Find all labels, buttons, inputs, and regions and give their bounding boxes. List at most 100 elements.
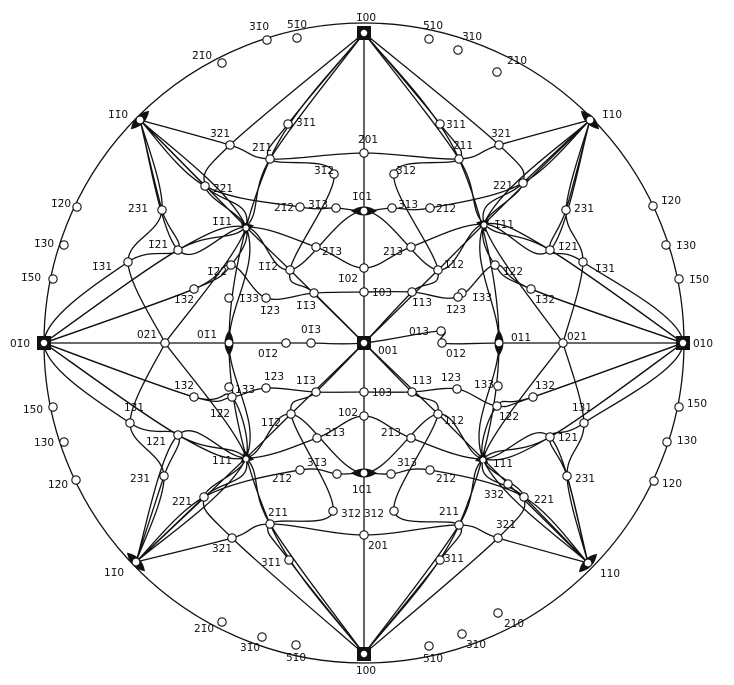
pole-label: 1̄50 xyxy=(689,274,709,286)
pole-label: 313 xyxy=(397,457,417,469)
pole-label: 2̄21 xyxy=(493,180,513,192)
pole-dot xyxy=(265,519,275,529)
fourfold-pole-marker xyxy=(357,336,371,350)
great-circle-arc xyxy=(135,342,248,563)
pole-dot xyxy=(224,382,234,392)
threefold-pole-marker xyxy=(240,450,254,464)
pole-dot xyxy=(311,242,321,252)
pole-label: 1̄11 xyxy=(494,219,514,231)
pole-dot xyxy=(328,506,338,516)
pole-dot xyxy=(562,471,572,481)
pole-dot xyxy=(526,284,536,294)
pole-dot xyxy=(359,148,369,158)
pole-label: 11̄0 xyxy=(104,567,124,579)
pole-dot xyxy=(490,260,500,270)
pole-dot xyxy=(528,392,538,402)
pole-label: 213 xyxy=(381,427,401,439)
pole-dot xyxy=(225,140,235,150)
pole-dot xyxy=(454,520,464,530)
pole-label: 21̄0 xyxy=(194,623,214,635)
pole-label: 12̄1 xyxy=(146,436,166,448)
pole-label: 150 xyxy=(687,398,707,410)
pole-label: 2̄31 xyxy=(574,203,594,215)
pole-label: 011 xyxy=(511,332,531,344)
pole-label: 13̄3 xyxy=(235,384,255,396)
pole-label: 1̄1̄1 xyxy=(212,216,232,228)
pole-dot xyxy=(331,203,341,213)
pole-dot xyxy=(306,338,316,348)
pole-label: 15̄0 xyxy=(23,404,43,416)
pole-dot xyxy=(227,533,237,543)
pole-dot xyxy=(309,288,319,298)
pole-dot xyxy=(661,240,671,250)
pole-dot xyxy=(389,506,399,516)
pole-label: 3̄2̄1 xyxy=(210,128,230,140)
pole-dot xyxy=(173,430,183,440)
pole-dot xyxy=(406,242,416,252)
pole-dot xyxy=(503,479,513,489)
pole-label: 31̄0 xyxy=(240,642,260,654)
pole-dot xyxy=(578,257,588,267)
pole-dot xyxy=(518,178,528,188)
pole-label: 1̄1̄2 xyxy=(258,261,278,273)
great-circle-arc xyxy=(127,119,166,344)
pole-dot xyxy=(71,475,81,485)
pole-dot xyxy=(157,205,167,215)
great-circle-arc xyxy=(482,119,591,344)
fourfold-pole-marker xyxy=(357,26,371,40)
pole-dot xyxy=(72,202,82,212)
twofold-pole-marker xyxy=(578,553,598,573)
pole-label: 31̄3 xyxy=(307,457,327,469)
twofold-pole-marker xyxy=(224,330,234,356)
pole-dot xyxy=(407,387,417,397)
pole-label: 1̄02 xyxy=(338,273,358,285)
pole-dot xyxy=(454,154,464,164)
pole-dot xyxy=(217,617,227,627)
pole-label: 3̄1̄1 xyxy=(296,117,316,129)
pole-label: 11̄2 xyxy=(261,417,281,429)
threefold-pole-marker xyxy=(476,218,490,232)
fourfold-pole-marker xyxy=(676,336,690,350)
pole-dot xyxy=(406,433,416,443)
pole-dot xyxy=(312,433,322,443)
pole-label: 121 xyxy=(558,432,578,444)
pole-dot xyxy=(295,465,305,475)
pole-dot xyxy=(435,555,445,565)
pole-dot xyxy=(359,287,369,297)
pole-dot xyxy=(48,402,58,412)
great-circle-arc xyxy=(481,342,589,564)
pole-dot xyxy=(262,35,272,45)
pole-label: 21̄2 xyxy=(272,473,292,485)
pole-label: 2̄2̄1 xyxy=(213,183,233,195)
pole-dot xyxy=(59,240,69,250)
pole-dot xyxy=(425,465,435,475)
pole-label: 21̄3 xyxy=(325,427,345,439)
pole-label: 3̄21 xyxy=(491,128,511,140)
great-circle-arc xyxy=(562,119,591,344)
pole-label: 312 xyxy=(364,508,384,520)
pole-label: 1̄10 xyxy=(602,109,622,121)
pole-label: 2̄11 xyxy=(453,140,473,152)
pole-label: 01̄1 xyxy=(197,329,217,341)
pole-label: 3̄12 xyxy=(396,165,416,177)
pole-label: 22̄1 xyxy=(172,496,192,508)
pole-label: 11̄3 xyxy=(296,375,316,387)
pole-label: 100 xyxy=(356,665,376,677)
pole-label: 01̄3 xyxy=(301,324,321,336)
pole-label: 01̄0 xyxy=(10,338,30,350)
pole-dot xyxy=(545,432,555,442)
pole-label: 102 xyxy=(338,407,358,419)
pole-dot xyxy=(291,640,301,650)
fourfold-pole-marker xyxy=(357,647,371,661)
pole-label: 131 xyxy=(572,402,592,414)
pole-dot xyxy=(424,641,434,651)
pole-label: 123 xyxy=(441,372,461,384)
pole-dot xyxy=(493,608,503,618)
pole-label: 101 xyxy=(352,484,372,496)
pole-dot xyxy=(433,265,443,275)
pole-label: 1̄13 xyxy=(412,297,432,309)
pole-dot xyxy=(457,629,467,639)
pole-label: 12̄2 xyxy=(210,408,230,420)
pole-label: 12̄3 xyxy=(264,371,284,383)
